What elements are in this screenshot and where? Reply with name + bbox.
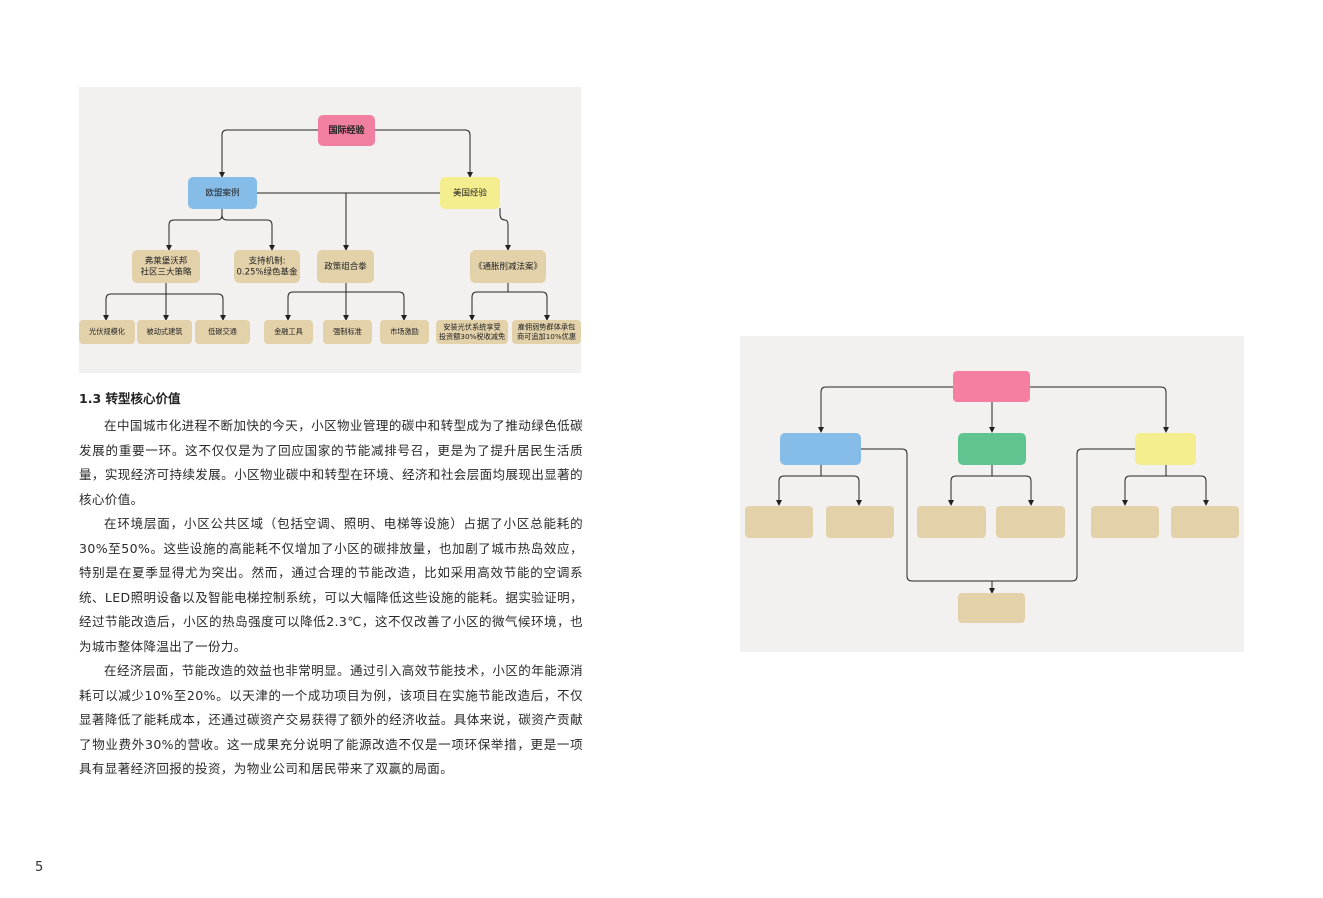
leaf-market-incentives: [380, 320, 429, 344]
leaf-low-carbon-transport: [195, 320, 250, 344]
leaf-financial-tools: [264, 320, 313, 344]
leaf-financial-label: 金融工具: [274, 327, 303, 336]
node-us-label: 美国经验: [453, 188, 488, 199]
node-freiburg-line2: 社区三大策略: [140, 267, 192, 278]
leaf-pv-tax-line2: 投资额30%税收减免: [439, 332, 505, 341]
node-us: [440, 177, 500, 209]
leaf-passive-building: [137, 320, 192, 344]
node-support-line1: 支持机制:: [249, 256, 286, 267]
node-freiburg: [132, 250, 200, 283]
leaf-transport-label: 低碳交通: [208, 327, 237, 336]
paragraph-intro: 在中国城市化进程不断加快的今天，小区物业管理的碳中和转型成为了推动绿色低碳发展的…: [79, 418, 583, 507]
paragraph-economy: 在经济层面，节能改造的效益也非常明显。通过引入高效节能技术，小区的年能源消耗可以…: [79, 663, 583, 776]
leaf-contractor-line2: 商可追加10%优惠: [517, 332, 576, 341]
leaf-contractor-bonus: [512, 320, 581, 344]
box-bottom: [958, 593, 1025, 623]
box-leaf-2: [826, 506, 894, 538]
box-root: [953, 371, 1030, 402]
box-leaf-6: [1171, 506, 1239, 538]
leaf-passive-label: 被动式建筑: [147, 327, 183, 336]
diagram-right-svg: [745, 371, 1239, 623]
node-root: [318, 115, 375, 146]
page-number: 5: [35, 860, 44, 875]
leaf-market-label: 市场激励: [390, 327, 419, 336]
section-body: 在中国城市化进程不断加快的今天，小区物业管理的碳中和转型成为了推动绿色低碳发展的…: [79, 414, 583, 782]
leaf-mandatory-standards: [323, 320, 372, 344]
leaf-pv-tax-line1: 安装光伏系统享受: [443, 323, 501, 332]
leaf-contractor-line1: 雇佣弱势群体承包: [518, 323, 576, 332]
node-ira: [470, 250, 546, 283]
box-leaf-4: [996, 506, 1065, 538]
node-ira-label: 《通胀削减法案》: [474, 261, 542, 272]
box-green: [958, 433, 1026, 465]
node-eu: [188, 177, 257, 209]
node-freiburg-line1: 弗莱堡沃邦: [145, 256, 188, 267]
international-experience-diagram: 国际经验 欧盟案例 美国经验 弗莱堡沃邦 社区三大策略 支持机制: 0.25%绿…: [79, 87, 581, 373]
blank-flow-diagram: [740, 336, 1244, 652]
box-yellow: [1135, 433, 1196, 465]
section-heading: 1.3 转型核心价值: [79, 391, 181, 406]
leaf-standards-label: 强制标准: [333, 327, 362, 336]
leaf-pv-scale-label: 光伏规模化: [89, 327, 125, 336]
box-blue: [780, 433, 861, 465]
leaf-pv-tax-credit: [436, 320, 508, 344]
box-leaf-3: [917, 506, 986, 538]
leaf-pv-scale: [79, 320, 135, 344]
node-support-line2: 0.25%绿色基金: [236, 267, 298, 278]
diagram-right-connectors: [776, 386, 1209, 594]
diagram-left-svg: 国际经验 欧盟案例 美国经验 弗莱堡沃邦 社区三大策略 支持机制: 0.25%绿…: [79, 115, 581, 344]
node-policy-label: 政策组合拳: [324, 261, 367, 272]
node-root-label: 国际经验: [328, 124, 365, 136]
box-leaf-5: [1091, 506, 1159, 538]
diagram-left-connectors: [103, 129, 550, 321]
node-policy-combo: [317, 250, 374, 283]
node-support-mechanism: [234, 250, 300, 283]
node-eu-label: 欧盟案例: [205, 188, 239, 199]
box-leaf-1: [745, 506, 813, 538]
paragraph-environment: 在环境层面，小区公共区域（包括空调、照明、电梯等设施）占据了小区总能耗的30%至…: [79, 516, 583, 654]
